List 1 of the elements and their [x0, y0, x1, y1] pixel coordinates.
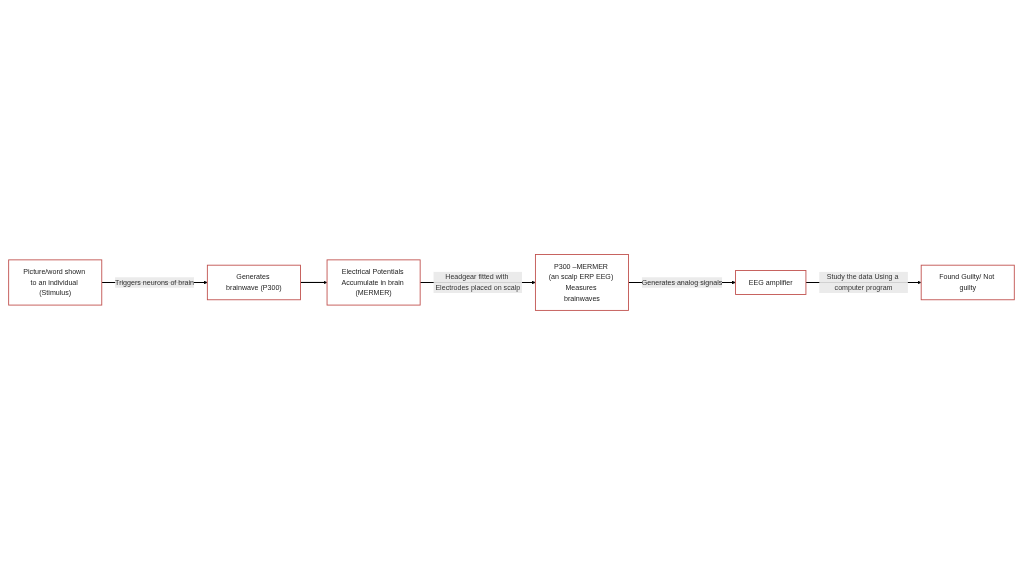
arrow — [299, 280, 328, 285]
